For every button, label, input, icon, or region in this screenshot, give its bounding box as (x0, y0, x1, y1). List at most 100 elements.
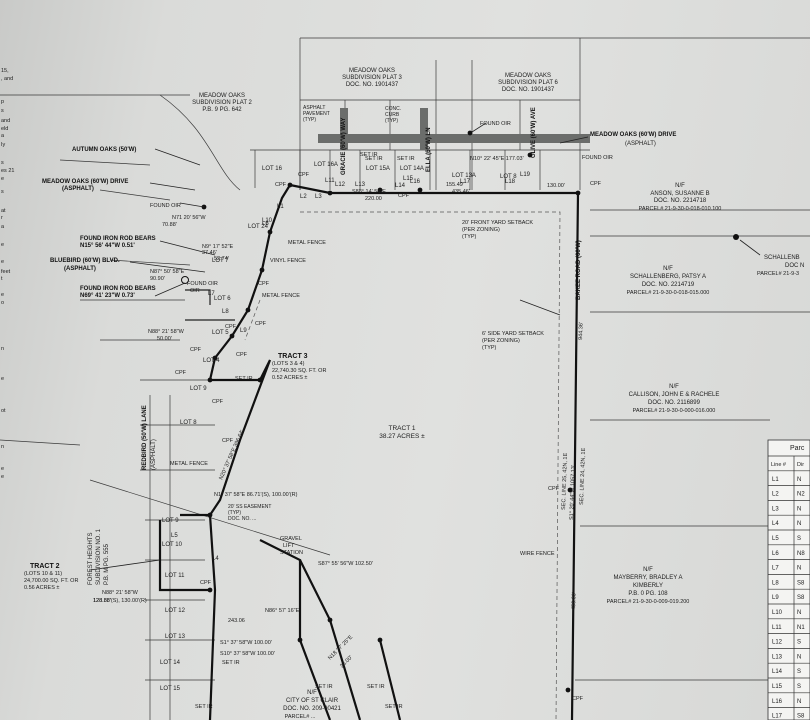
tract-label: 0.52 ACRES ± (272, 375, 307, 381)
lot-label: LOT 16 (262, 166, 283, 172)
tract-label: (LOTS 10 & 11) (24, 571, 62, 577)
line-segment-label: L13 (355, 182, 366, 188)
lot-label: LOT 16A (314, 162, 338, 168)
table-row-line-number: L15 (772, 684, 783, 690)
table-row-direction: S (797, 536, 801, 542)
line-segment-label: L16 (410, 179, 421, 185)
bearing-distance-label: 130.00' (547, 183, 565, 189)
line-segment-label: L7 (208, 291, 215, 297)
tract-label: TRACT 1 (389, 425, 416, 432)
fence-note: WIRE FENCE (520, 551, 555, 557)
margin-note-text: s (1, 160, 4, 166)
found-rod-note: FOUND IRON ROD BEARS (80, 236, 156, 242)
subdivision-label: SUBDIVISION PLAT 2 (192, 100, 252, 106)
owner-label: DOC N (785, 263, 804, 269)
street-label: CONC. (385, 106, 401, 112)
street-label: PAVEMENT (303, 111, 330, 117)
tract-label: TRACT 2 (30, 563, 60, 570)
line-segment-label: L1 (277, 204, 284, 210)
table-row-line-number: L6 (772, 551, 779, 557)
owner-label: PARCEL# 21-9-30-0-000-016.000 (633, 408, 716, 414)
margin-note-text: n (1, 444, 4, 450)
street-label: ASPHALT (303, 105, 325, 111)
table-row-direction: N8 (797, 551, 805, 557)
tract-label: TRACT 3 (278, 353, 308, 360)
bearing-distance-label: S1° 37' 58"W 100.00' (220, 640, 272, 646)
owner-label: PARCEL# 21-9-30-0-018-015.000 (627, 290, 710, 296)
bearing-distance-label: SEC. LINE 24, 42N, 1E (579, 447, 587, 505)
setback-note: (TYP) (482, 345, 497, 351)
line-segment-label: L11 (325, 178, 335, 184)
cpf-pin-label: CPF (275, 182, 287, 188)
margin-note-text: ot (1, 408, 6, 414)
subdivision-label: SUBDIVISION PLAT 3 (342, 75, 402, 81)
bearing-distance-label: SEC. LINE 25, 42N, 1E (561, 452, 569, 510)
margin-note-text: a (1, 133, 5, 139)
setback-note: 20' FRONT YARD SETBACK (462, 220, 533, 226)
owner-label: PARCEL# 21-9-3 (757, 271, 799, 277)
bearing-distance-label: 155.49' (446, 182, 464, 188)
line-segment-label: L14 (395, 183, 406, 189)
subdivision-label: DOC. NO. 1901437 (346, 82, 399, 88)
tract-label: 0.56 ACRES ± (24, 585, 59, 591)
set-ir-label: SET IR (367, 684, 385, 690)
table-row-direction: S8 (797, 714, 805, 720)
set-ir-label: SET IR (365, 156, 383, 162)
lot-label: LOT 10 (162, 542, 183, 548)
asphalt-pavement (318, 108, 590, 150)
street-label: MEADOW OAKS (60'W) DRIVE (590, 132, 676, 138)
margin-note-text: e (1, 242, 4, 248)
cpf-pin-label: CPF (258, 281, 270, 287)
lot-label: LOT 11 (165, 573, 185, 579)
line-segment-label: L3 (315, 194, 322, 200)
lift-station-label: STATION (280, 550, 303, 556)
cpf-pin-label: CPF (225, 324, 237, 330)
street-label: (ASPHALT) (151, 439, 157, 470)
street-label: BAKEE ROAD (60'W) (576, 240, 582, 300)
bearing-distance-label: 90.90' (150, 276, 165, 282)
line-segment-label: L2 (300, 194, 307, 200)
cpf-pin-label: CPF (200, 580, 212, 586)
lot-label: LOT 9 (162, 518, 179, 524)
owner-label: SCHALLENB (764, 255, 800, 261)
lot-label: LOT 15A (366, 166, 390, 172)
table-row-direction: N (797, 699, 801, 705)
lot-label: LOT 8 (180, 420, 197, 426)
bearing-distance-label: S1° 20' 44"W 1057.13' (569, 465, 577, 520)
line-segment-label: L9 (240, 328, 247, 334)
owner-label: N/F (669, 384, 679, 390)
lot-label: LOT 5 (212, 330, 229, 336)
street-label: (ASPHALT) (64, 266, 96, 272)
table-row-direction: S (797, 684, 801, 690)
lot-label: LOT 9 (190, 386, 207, 392)
bearing-distance-label: N10° 22' 45"E 177.03' (470, 156, 524, 162)
owner-label: DOC. NO. 209-00421 (283, 706, 341, 712)
lot-label: LOT 4 (203, 358, 220, 364)
margin-note-text: eld (1, 126, 8, 132)
table-row-line-number: L1 (772, 477, 779, 483)
subdivision-label: DOC. NO. 1901437 (502, 87, 555, 93)
subdivision-label: MEADOW OAKS (199, 93, 245, 99)
bearing-distance-label: 52.74' (214, 256, 229, 262)
street-label: (TYP) (303, 117, 316, 123)
fence-note: METAL FENCE (170, 461, 208, 467)
found-oir-label: FOUND OIR (187, 281, 218, 287)
margin-note-text: e (1, 466, 4, 472)
found-rod-note: N15° 56' 44"W 0.51' (80, 243, 135, 249)
subdivision-label: SUBDIVISION NO. 1 (96, 528, 102, 585)
setback-note: (PER ZONING) (482, 338, 520, 344)
bearing-distance-label: 944.36' (578, 322, 585, 340)
table-row-direction: N2 (797, 492, 805, 498)
margin-note-text: p (1, 99, 4, 105)
cpf-pin-label: CPF (190, 347, 202, 353)
tract-label: 38.27 ACRES ± (379, 433, 425, 440)
lift-station-label: GRAVEL (280, 536, 302, 542)
cpf-pin-label: CPF (222, 438, 234, 444)
owner-label: N/F (643, 567, 653, 573)
cpf-pin-label: CPF (548, 486, 560, 492)
lot-label: LOT 7 (212, 258, 229, 264)
street-label: (ASPHALT) (62, 186, 94, 192)
margin-note-text: es 21 (1, 168, 14, 174)
